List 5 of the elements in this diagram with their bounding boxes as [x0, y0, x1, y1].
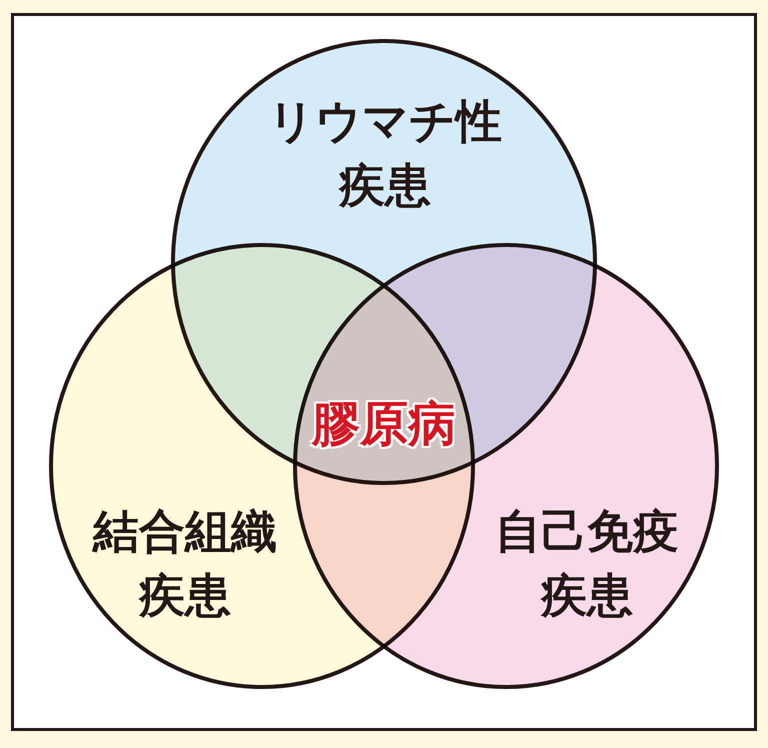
venn-circle	[293, 243, 719, 689]
circle-label: 結合組織疾患	[91, 503, 278, 624]
overlap-label: 膠原病	[312, 396, 456, 452]
circle-label: リウマチ性疾患	[266, 93, 503, 214]
circle-label: 自己免疫疾患	[494, 503, 680, 624]
